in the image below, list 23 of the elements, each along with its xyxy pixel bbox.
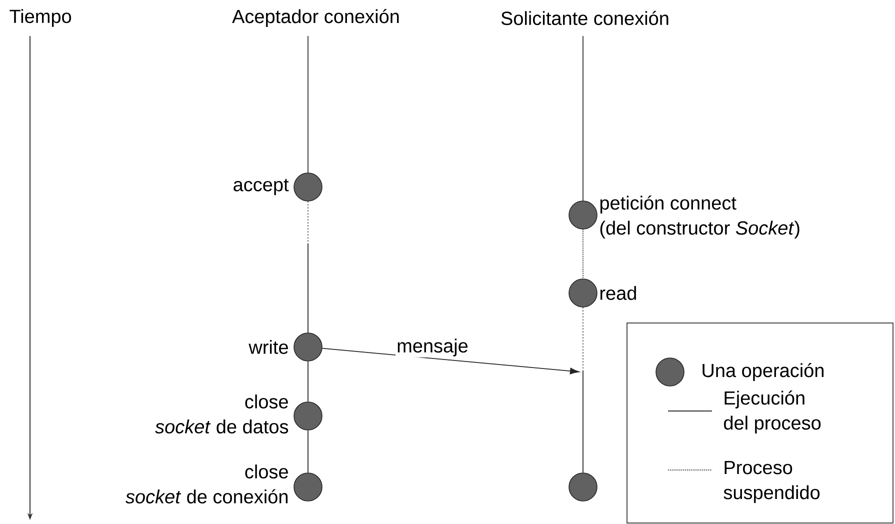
operation-circle	[568, 472, 598, 502]
legend-text: Ejecución del proceso	[724, 390, 821, 434]
edge-label: mensaje	[396, 338, 470, 358]
operation-circle	[294, 472, 322, 502]
operation-label: petición connect (del constructor Socket)	[600, 196, 800, 238]
column-heading: Aceptador conexión	[232, 9, 399, 27]
lifeline	[582, 228, 584, 280]
legend-text: Una operación	[702, 363, 824, 381]
operation-circle	[294, 172, 322, 202]
operation-label: write	[248, 340, 288, 354]
column-heading: Tiempo	[10, 9, 72, 27]
operation-label: read	[600, 286, 636, 300]
operation-circle	[568, 278, 598, 308]
operation-label: close socket de conexión	[126, 464, 288, 504]
operation-label: close socket de datos	[155, 394, 288, 434]
operation-circle	[294, 332, 322, 362]
message-arrow	[322, 348, 580, 374]
legend-text: Proceso suspendido	[724, 461, 820, 503]
column-heading: Solicitante conexión	[501, 10, 668, 26]
lifeline	[582, 306, 584, 474]
operation-label: accept	[234, 178, 289, 196]
operation-circle	[568, 200, 598, 230]
operation-circle	[294, 402, 322, 430]
